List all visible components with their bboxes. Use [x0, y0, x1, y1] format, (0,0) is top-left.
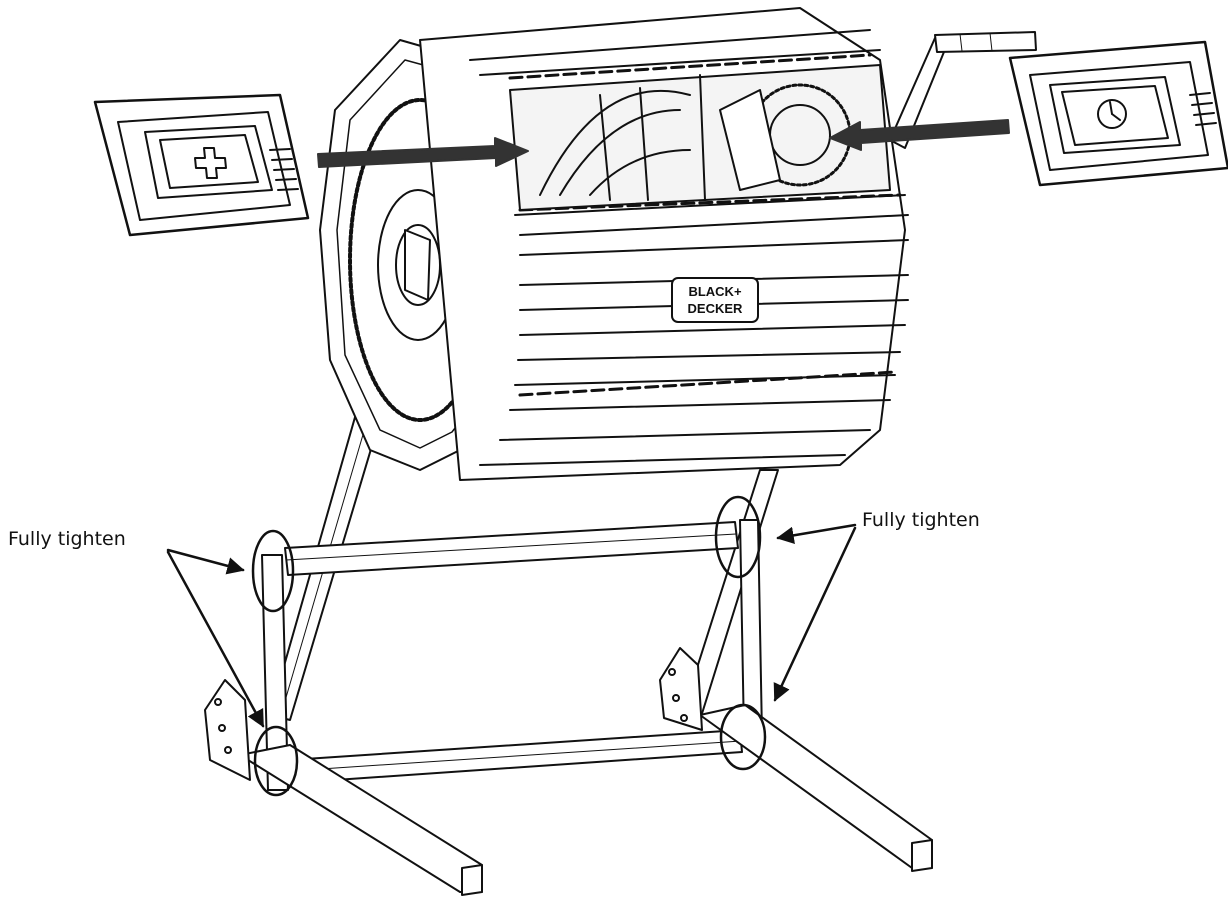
insert-arrows [317, 119, 1010, 168]
brand-logo-line2: DECKER [688, 301, 744, 316]
right-upper-pointer [776, 523, 857, 545]
left-upper-pointer [166, 548, 245, 575]
clock-icon [1097, 99, 1127, 129]
brand-logo-line1: BLACK+ [688, 284, 741, 299]
plus-icon [194, 147, 227, 179]
callout-label-right: Fully tighten [862, 509, 980, 531]
tighten-callouts [251, 495, 767, 797]
callout-circle-right-lower [719, 703, 767, 771]
right-lower-pointer [773, 526, 857, 702]
left-door-panel [93, 93, 310, 237]
stand [204, 234, 933, 896]
callout-circle-right-upper [714, 495, 762, 579]
callout-circle-left-lower [253, 725, 299, 797]
callout-label-left: Fully tighten [8, 528, 126, 550]
composter-drum: BLACK+ DECKER [319, 7, 909, 481]
left-lower-pointer [166, 550, 265, 728]
crank-handle [889, 31, 1037, 149]
callout-circle-left-upper [251, 529, 295, 613]
right-insert-arrow [829, 119, 1010, 151]
left-insert-arrow [317, 137, 529, 168]
right-door-panel [1008, 40, 1228, 187]
callout-arrows [166, 523, 857, 728]
